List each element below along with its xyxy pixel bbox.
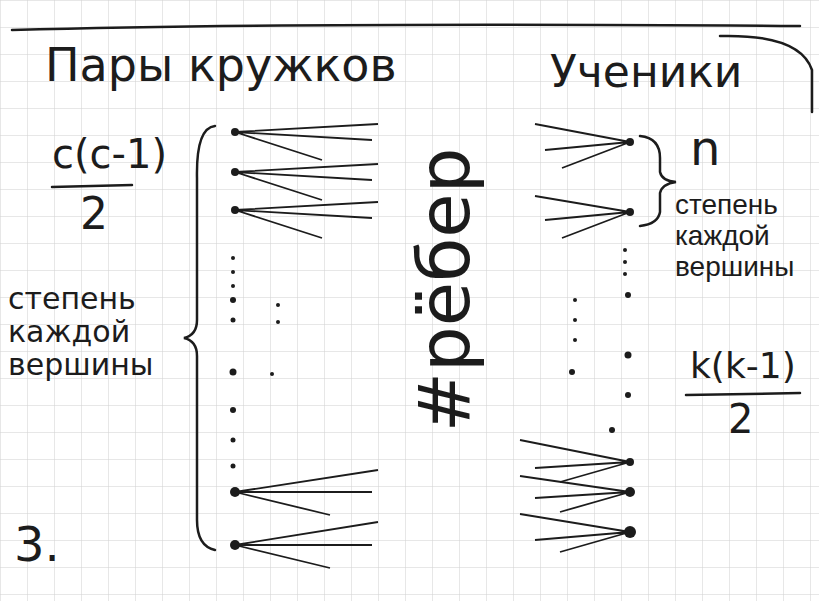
right-fans bbox=[520, 124, 630, 552]
fraction-bar bbox=[52, 185, 132, 187]
formula-numerator: k(k-1) bbox=[690, 346, 796, 386]
fraction-bar bbox=[686, 393, 800, 395]
degree-note: степень каждой вершины bbox=[8, 282, 168, 381]
left-brace bbox=[184, 126, 215, 550]
formula-numerator: c(c-1) bbox=[52, 132, 167, 176]
degree-note: степень каждой вершины bbox=[675, 190, 815, 282]
column-heading: Ученики bbox=[550, 48, 742, 96]
right-brace bbox=[640, 136, 676, 226]
formula-denominator: 2 bbox=[728, 397, 753, 441]
vertices bbox=[230, 128, 637, 550]
edge-count: #рёбер bbox=[405, 148, 484, 433]
column-heading: Пары кружков bbox=[45, 40, 397, 91]
count-label: n bbox=[690, 122, 720, 175]
top-rule bbox=[12, 25, 800, 30]
left-fans bbox=[235, 124, 378, 568]
formula-denominator: 2 bbox=[80, 190, 108, 238]
degree-value: 3. bbox=[14, 518, 60, 571]
